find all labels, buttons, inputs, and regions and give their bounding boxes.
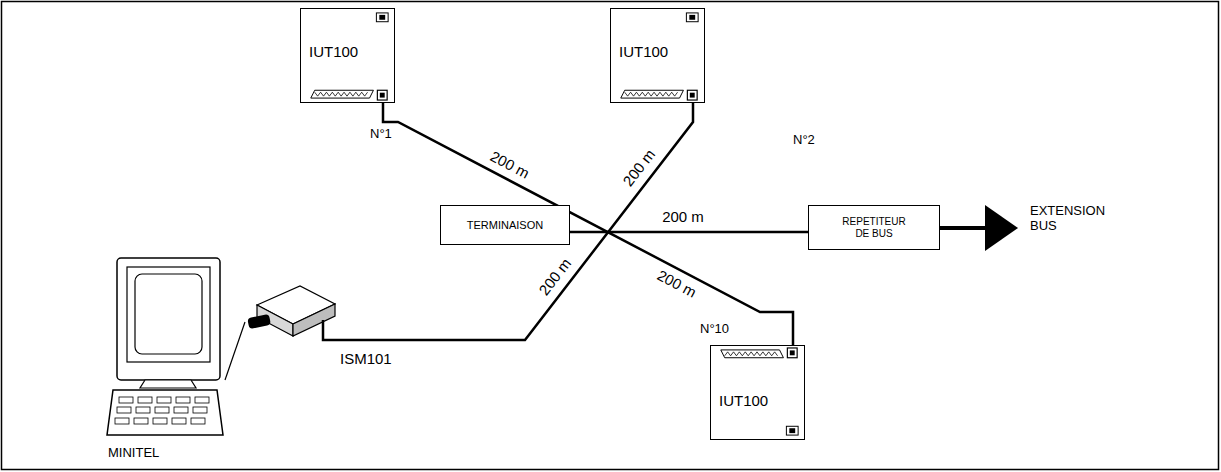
extension-line	[940, 226, 988, 230]
length-label: 200 m	[619, 146, 658, 190]
device-label: MINITEL	[108, 446, 159, 461]
length-label: 200 m	[535, 255, 574, 299]
length-label: 200 m	[662, 208, 704, 225]
key	[117, 407, 131, 413]
unit-number: N°2	[793, 133, 815, 148]
bus-cable	[335, 103, 693, 340]
ism-interface: ISM101	[245, 280, 335, 345]
serial-cable	[225, 322, 245, 380]
unit-name: IUT100	[309, 43, 358, 60]
node-outline	[105, 255, 225, 440]
monitor-case	[117, 258, 220, 380]
key	[155, 407, 169, 413]
key	[174, 407, 188, 413]
unit-details	[721, 348, 798, 435]
bus-connector-pin	[690, 93, 695, 98]
iut-unit: IUT100	[710, 345, 805, 440]
key	[119, 397, 133, 403]
minitel-terminal	[107, 258, 223, 435]
unit-name: IUT100	[619, 43, 668, 60]
device-side	[293, 304, 335, 336]
key	[191, 418, 205, 424]
bus-connector	[377, 90, 387, 100]
status-led	[786, 426, 798, 435]
key	[138, 397, 152, 403]
bus-repeater: REPETITEUR DE BUS	[808, 205, 940, 250]
length-label: 200 m	[488, 148, 533, 183]
unit-number: N°1	[370, 127, 392, 142]
key	[157, 397, 171, 403]
iut-unit: IUT100	[300, 8, 395, 103]
terminal-teeth	[725, 352, 778, 356]
box-label: TERMINAISON	[467, 219, 543, 232]
bus-connector	[787, 348, 797, 358]
key	[172, 418, 186, 424]
key	[153, 418, 167, 424]
device-label: ISM101	[340, 350, 392, 367]
unit-number: N°10	[700, 322, 729, 337]
bus-terminator: TERMINAISON	[440, 205, 570, 245]
bus-stub	[323, 320, 335, 340]
key	[134, 418, 148, 424]
status-led-core	[789, 428, 795, 433]
minitel-terminal: MINITEL	[105, 255, 225, 440]
node-outline	[245, 280, 335, 345]
ism-device	[247, 286, 335, 340]
bus-connector-pin	[380, 93, 385, 98]
key	[115, 418, 129, 424]
length-label: 200 m	[655, 267, 700, 302]
terminal-teeth	[625, 92, 678, 96]
terminal-strip	[721, 350, 784, 358]
extension-arrowhead	[985, 205, 1018, 251]
keyboard	[107, 390, 223, 435]
status-led-core	[689, 15, 695, 20]
iut-unit: IUT100	[610, 8, 705, 103]
bus-cable	[383, 103, 793, 345]
monitor-neck	[140, 380, 196, 388]
cable-plug	[247, 314, 271, 329]
extension-label: EXTENSION BUS	[1030, 204, 1122, 234]
unit-name: IUT100	[719, 392, 768, 409]
bus-connector-pin	[790, 350, 795, 355]
terminal-teeth	[315, 92, 368, 96]
key	[136, 407, 150, 413]
key	[176, 397, 190, 403]
status-led	[686, 13, 698, 22]
status-led	[376, 13, 388, 22]
box-label: REPETITEUR DE BUS	[835, 216, 913, 239]
key	[193, 407, 207, 413]
monitor-bezel	[127, 267, 210, 362]
monitor-screen	[135, 274, 202, 354]
terminal-strip	[311, 90, 374, 98]
status-led-core	[379, 15, 385, 20]
terminal-strip	[621, 90, 684, 98]
bus-connector	[687, 90, 697, 100]
bus-cable	[570, 231, 808, 234]
key	[195, 397, 209, 403]
